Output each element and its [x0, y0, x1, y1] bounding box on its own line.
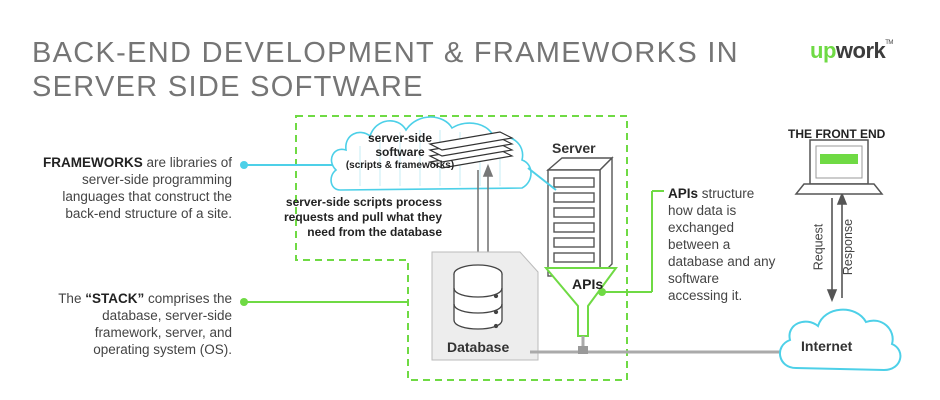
server-software-label: server-side software (scripts & framewor…: [345, 131, 455, 171]
document-stack-icon: [428, 131, 514, 169]
funnel-icon: [543, 267, 618, 337]
stack-boundary: [295, 115, 628, 381]
frameworks-connector-dot: [240, 161, 248, 169]
server-label: Server: [552, 140, 596, 156]
internet-cloud-icon: [779, 308, 902, 372]
server-tower-icon: [546, 156, 614, 278]
apis-label: APIs: [572, 276, 604, 292]
apis-description: APIs structure how data is exchanged bet…: [668, 186, 776, 303]
stack-connector-dot: [240, 298, 248, 306]
front-end-label: THE FRONT END: [788, 127, 886, 141]
stack-description: The “STACK” comprises the database, serv…: [58, 291, 232, 357]
scripts-description: server-side scripts process requests and…: [283, 195, 442, 239]
request-label: Request: [811, 223, 826, 271]
internet-label: Internet: [801, 338, 853, 354]
page-title: BACK-END DEVELOPMENT & FRAMEWORKS IN SER…: [32, 36, 752, 104]
response-label: Response: [841, 218, 856, 276]
database-label: Database: [447, 339, 510, 355]
title-line-1: BACK-END DEVELOPMENT & FRAMEWORKS IN: [32, 37, 739, 69]
cloud-server-connector: [527, 167, 557, 191]
funnel-port: [578, 346, 588, 354]
upwork-logo: upworkTM: [810, 38, 893, 63]
title-line-2: SERVER SIDE SOFTWARE: [32, 71, 424, 103]
database-icon: [431, 251, 539, 361]
laptop-icon: [794, 139, 884, 195]
apis-connector-dot: [598, 288, 606, 296]
request-response-arrows: [826, 191, 848, 303]
frameworks-description: FRAMEWORKS are libraries of server-side …: [42, 155, 232, 221]
